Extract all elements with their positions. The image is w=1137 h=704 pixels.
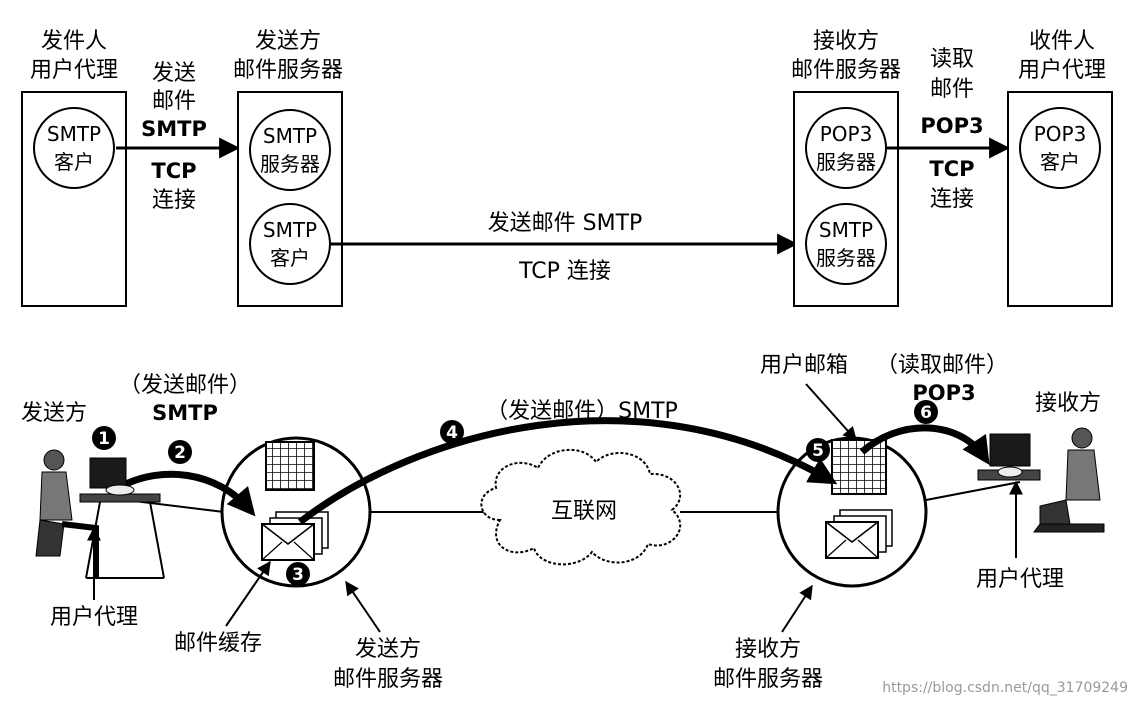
mailbox-label: 用户邮箱 — [760, 353, 848, 378]
recv-server-title-2: 邮件服务器 — [791, 58, 901, 83]
pop3-client-circle — [1019, 107, 1101, 189]
bottom-receiving-server — [776, 436, 928, 588]
send-server-mailbox-grid — [265, 441, 315, 491]
pop3-client-label-1: POP3 — [1034, 122, 1087, 146]
smtp-server-2-label-1: SMTP — [819, 218, 873, 242]
smtp-client-label-2: 客户 — [54, 150, 94, 174]
user-mailbox-grid — [831, 439, 887, 495]
send-server-title-1: 发送方 — [255, 29, 321, 54]
svg-text:3: 3 — [292, 565, 304, 585]
cloud-shape — [480, 449, 682, 566]
link2-label-1: 读取 — [930, 47, 974, 72]
pointer-mailbox — [805, 383, 857, 442]
line-server-to-receiver — [925, 481, 1021, 501]
send-server-label-1: 发送方 — [355, 637, 421, 662]
pop3-client-label-2: 客户 — [1040, 150, 1080, 174]
link1-label-4: TCP — [151, 159, 196, 183]
sender-agent-title-1: 发件人 — [41, 29, 107, 54]
smtp-client-2-label-1: SMTP — [263, 218, 317, 242]
link-server-to-server: 发送邮件 SMTP TCP 连接 — [330, 211, 799, 284]
receiver-user-agent-label: 用户代理 — [976, 567, 1064, 592]
step-badge-2: 2 — [168, 440, 192, 464]
recv-server-label-1: 接收方 — [735, 637, 801, 662]
recipient-agent-title-1: 收件人 — [1029, 29, 1095, 54]
mid-link-bottom-label: TCP 连接 — [518, 259, 611, 284]
step-badge-6: 6 — [914, 400, 938, 424]
link1-label-1: 发送 — [152, 61, 196, 86]
smtp-client-circle — [33, 107, 115, 189]
step-badge-5: 5 — [806, 438, 830, 462]
pointer-recv-server — [781, 584, 813, 633]
svg-text:4: 4 — [446, 423, 458, 443]
smtp-client-2-circle — [249, 203, 331, 285]
step6-label-2: POP3 — [912, 381, 975, 405]
arrow-step4 — [297, 417, 838, 525]
recipient-user-agent: 收件人 用户代理 POP3 客户 — [1007, 29, 1113, 307]
svg-text:2: 2 — [174, 443, 186, 463]
smtp-client-label-1: SMTP — [47, 122, 101, 146]
sender-label: 发送方 — [21, 401, 87, 426]
step2-label-2: SMTP — [152, 401, 218, 425]
smtp-client-2-label-2: 客户 — [270, 246, 310, 270]
arrow-step6 — [859, 424, 990, 466]
bottom-sending-server — [220, 436, 372, 588]
sender-agent-title-2: 用户代理 — [30, 58, 118, 83]
sending-mail-server: 发送方 邮件服务器 SMTP 服务器 SMTP 客户 — [233, 29, 343, 307]
smtp-server-2-circle — [805, 203, 887, 285]
svg-text:5: 5 — [812, 441, 824, 461]
smtp-server-circle — [249, 109, 331, 191]
svg-text:1: 1 — [98, 429, 110, 449]
pointer-send-server — [345, 580, 381, 633]
sender-person-icon — [35, 449, 165, 579]
link1-label-2: 邮件 — [152, 89, 196, 114]
pointer-mail-cache — [225, 560, 271, 627]
send-server-title-2: 邮件服务器 — [233, 58, 343, 83]
pop3-server-label-1: POP3 — [820, 122, 873, 146]
step-badge-3: 3 — [286, 562, 310, 586]
step4-label: （发送邮件）SMTP — [486, 399, 678, 424]
recipient-agent-title-2: 用户代理 — [1018, 58, 1106, 83]
sender-monitor — [89, 457, 127, 489]
svg-text:6: 6 — [920, 403, 932, 423]
smtp-server-label-2: 服务器 — [260, 152, 320, 176]
mail-cache-envelopes — [261, 511, 329, 561]
link1-label-3: SMTP — [141, 117, 207, 141]
link-send-smtp: 发送 邮件 SMTP TCP 连接 — [116, 61, 241, 213]
step2-label-1: （发送邮件） — [119, 373, 251, 398]
recv-server-title-1: 接收方 — [813, 29, 879, 54]
receiving-mail-server: 接收方 邮件服务器 POP3 服务器 SMTP 服务器 — [791, 29, 901, 307]
sender-user-agent: 发件人 用户代理 SMTP 客户 — [21, 29, 127, 307]
smtp-server-label-1: SMTP — [263, 124, 317, 148]
step-badge-1: 1 — [92, 426, 116, 450]
mail-cache-label: 邮件缓存 — [174, 631, 262, 656]
sender-user-agent-label: 用户代理 — [50, 605, 138, 630]
link2-label-5: 连接 — [930, 187, 974, 212]
link1-label-5: 连接 — [152, 188, 196, 213]
receiver-label: 接收方 — [1035, 391, 1101, 416]
recv-server-label-2: 邮件服务器 — [713, 667, 823, 692]
send-server-label-2: 邮件服务器 — [333, 667, 443, 692]
arrow-step2 — [120, 470, 256, 517]
smtp-server-2-label-2: 服务器 — [816, 246, 876, 270]
link2-label-2: 邮件 — [930, 77, 974, 102]
link2-label-4: TCP — [929, 157, 974, 181]
watermark: https://blog.csdn.net/qq_31709249 — [882, 680, 1128, 696]
internet-cloud: 互联网 — [480, 449, 682, 566]
receiver-person-icon — [977, 427, 1105, 533]
step-badge-4: 4 — [440, 420, 464, 444]
recv-envelopes — [825, 509, 893, 559]
link-read-pop3: 读取 邮件 POP3 TCP 连接 — [886, 47, 1011, 212]
pop3-server-label-2: 服务器 — [816, 150, 876, 174]
step6-label-1: （读取邮件） — [876, 353, 1008, 378]
pop3-server-circle — [805, 107, 887, 189]
link2-label-3: POP3 — [920, 114, 983, 138]
internet-label: 互联网 — [551, 499, 617, 524]
mid-link-top-label: 发送邮件 SMTP — [488, 211, 643, 236]
receiver-monitor — [989, 433, 1031, 467]
